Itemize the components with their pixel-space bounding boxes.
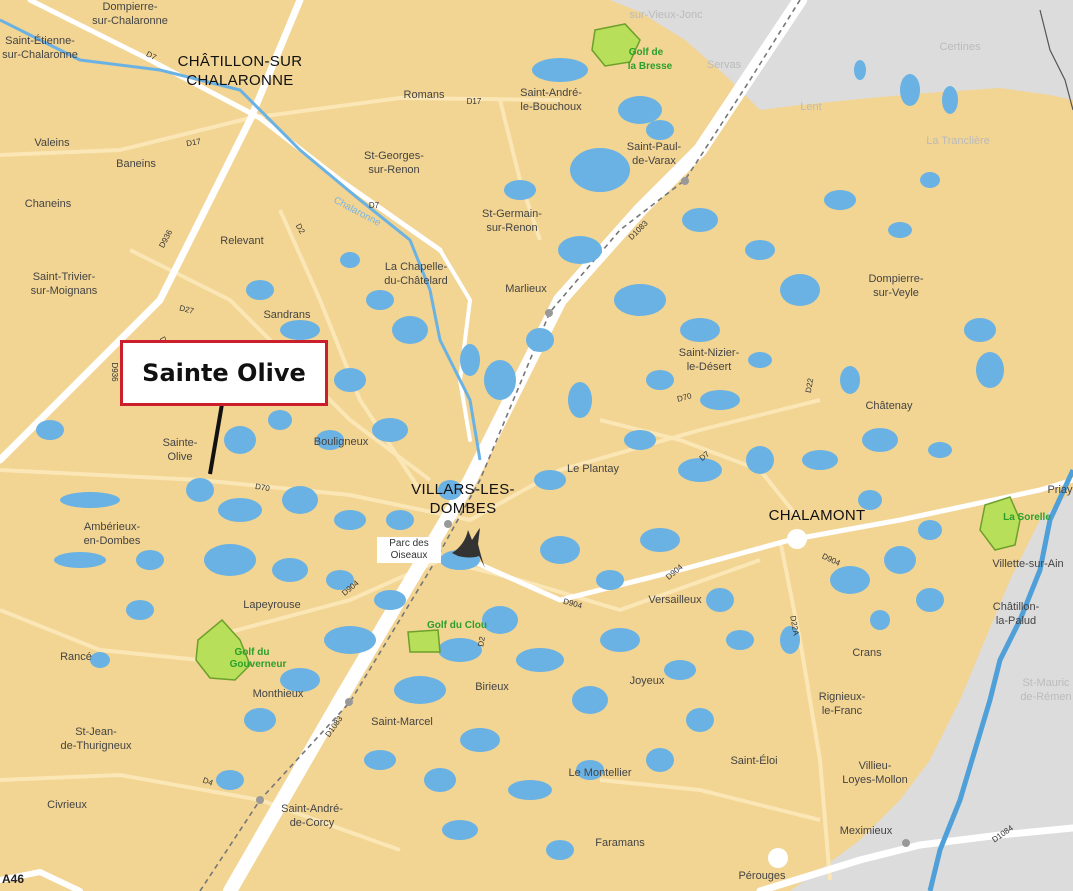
sainte-olive-sign: Sainte Olive <box>120 340 328 406</box>
town-markers <box>256 177 910 868</box>
town-chaneins: Chaneins <box>25 198 72 210</box>
golf-areas <box>195 23 1021 681</box>
road-d936-label-2: D936 <box>110 362 119 382</box>
town-saint-nizier: Saint-Nizier-le-Désert <box>679 347 740 373</box>
town-saint-paul-varax: Saint-Paul-de-Varax <box>627 141 682 167</box>
town-st-jean: St-Jean-de-Thurigneux <box>61 726 132 752</box>
chalamont-marker <box>787 529 807 549</box>
town-valeins: Valeins <box>34 137 70 149</box>
river-chalaronne <box>0 18 482 461</box>
town-saint-andre-corcy: Saint-André-de-Corcy <box>281 803 343 829</box>
town-civrieux: Civrieux <box>47 799 87 811</box>
town-saint-trivier: Saint-Trivier-sur-Moignans <box>31 271 98 297</box>
town-relevant: Relevant <box>220 235 263 247</box>
town-joyeux: Joyeux <box>630 675 665 687</box>
town-baneins: Baneins <box>116 158 156 170</box>
road-d27-label: D27 <box>178 303 195 316</box>
road-d70-label: D70 <box>676 391 693 404</box>
golf-clou-area <box>407 629 441 653</box>
town-perouges: Pérouges <box>738 870 786 882</box>
golf-gouverneur-area <box>195 618 251 681</box>
town-villieu: Villieu-Loyes-Mollon <box>842 760 907 786</box>
town-sainte-olive: Sainte-Olive <box>163 437 198 463</box>
town-crans: Crans <box>852 647 882 659</box>
town-priay: Priay <box>1047 484 1073 496</box>
road-d22a-label: D22A <box>788 615 800 637</box>
outside-town-labels: sur-Vieux-Jonc Certines Servas Lent La T… <box>629 9 1071 703</box>
town-lent: Lent <box>800 101 821 113</box>
town-lapeyrouse: Lapeyrouse <box>243 599 301 611</box>
river-veyle <box>1039 9 1073 111</box>
town-st-georges: St-Georges-sur-Renon <box>364 150 424 176</box>
ponds <box>36 58 1004 860</box>
saint-andre-corcy-station-dot <box>256 796 264 804</box>
road-d7-label-2: D7 <box>369 201 380 210</box>
town-marlieux: Marlieux <box>505 283 547 295</box>
town-servas: Servas <box>707 59 742 71</box>
town-amberieux: Ambérieux-en-Dombes <box>84 521 141 547</box>
town-chalamont: CHALAMONT <box>769 507 866 524</box>
town-bouligneux: Bouligneux <box>314 436 369 448</box>
saint-marcel-station-dot <box>345 698 353 706</box>
town-rignieux: Rignieux-le-Franc <box>819 691 866 717</box>
river-ain <box>927 468 1073 891</box>
town-dompierre-veyle: Dompierre-sur-Veyle <box>868 273 923 299</box>
town-sur-vieux-jonc: sur-Vieux-Jonc <box>629 9 703 21</box>
road-d17-label-2: D17 <box>186 137 203 149</box>
golf-clou-label: Golf du Clou <box>427 620 487 631</box>
town-birieux: Birieux <box>475 681 509 693</box>
town-saint-andre-bouchoux: Saint-André-le-Bouchoux <box>520 87 582 113</box>
town-versailleux: Versailleux <box>648 594 702 606</box>
town-villars-les-dombes: VILLARS-LES-DOMBES <box>411 481 515 517</box>
villars-station-dot <box>444 520 452 528</box>
town-sandrans: Sandrans <box>263 309 311 321</box>
town-le-plantay: Le Plantay <box>567 463 619 475</box>
town-meximieux: Meximieux <box>840 825 893 837</box>
varax-station-dot <box>681 177 689 185</box>
parc-des-oiseaux-label: Parc des Oiseaux <box>377 537 441 563</box>
town-certines: Certines <box>940 41 981 53</box>
bird-icon <box>452 528 485 568</box>
motorway-a46-label: A46 <box>2 872 25 886</box>
road-d2-label-3: D2 <box>476 635 487 647</box>
road-d70-label-2: D70 <box>254 482 271 494</box>
town-la-chapelle: La Chapelle-du-Châtelard <box>384 261 448 287</box>
road-d17-label: D17 <box>467 97 482 106</box>
town-saint-marcel: Saint-Marcel <box>371 716 433 728</box>
road-d4-label: D4 <box>202 776 215 788</box>
town-saint-etienne: Saint-Étienne-sur-Chalaronne <box>2 34 78 61</box>
town-saint-eloi: Saint-Éloi <box>730 754 777 767</box>
town-dompierre-chalaronne: Dompierre-sur-Chalaronne <box>92 1 168 27</box>
town-romans: Romans <box>404 89 445 101</box>
town-saint-germain: St-Germain-sur-Renon <box>482 208 542 234</box>
sign-label: Sainte Olive <box>142 359 306 387</box>
town-le-montellier: Le Montellier <box>569 767 632 779</box>
town-la-tranchere: La Tranclière <box>926 135 990 147</box>
town-chatillon-palud: Châtillon-la-Palud <box>993 601 1040 627</box>
marlieux-station-dot <box>545 309 553 317</box>
railway <box>199 0 801 891</box>
road-d22-label: D22 <box>804 377 816 394</box>
town-villette: Villette-sur-Ain <box>992 558 1063 570</box>
la-sorelle-area <box>979 496 1021 551</box>
town-rance: Rancé <box>60 651 92 663</box>
town-faramans: Faramans <box>595 837 645 849</box>
sign-pointer-line <box>208 403 224 475</box>
road-d7-label: D7 <box>145 49 159 62</box>
la-sorelle-label: La Sorelle <box>1003 512 1051 523</box>
meximieux-station-dot <box>902 839 910 847</box>
golf-bresse-area <box>591 23 641 67</box>
perouges-marker <box>768 848 788 868</box>
town-monthieux: Monthieux <box>253 688 304 700</box>
town-chatenay: Châtenay <box>865 400 913 412</box>
